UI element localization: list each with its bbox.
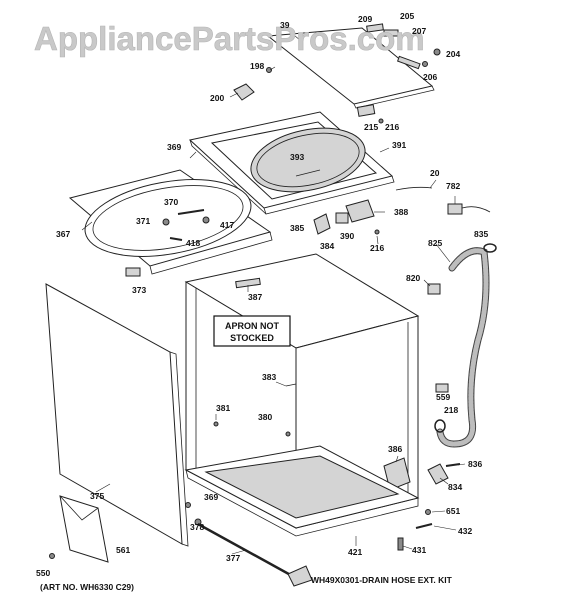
callout-386: 386 [388, 444, 402, 454]
valve-harness-part[interactable] [447, 203, 491, 215]
callout-836: 836 [468, 459, 482, 469]
callout-417: 417 [220, 220, 234, 230]
callout-388: 388 [394, 207, 408, 217]
callout-370: 370 [164, 197, 178, 207]
apron-note-line-1: APRON NOT [225, 321, 280, 331]
apron-note: APRON NOT STOCKED [213, 315, 291, 347]
hose-clamp-part[interactable] [483, 243, 497, 253]
callout-381: 381 [216, 403, 230, 413]
cabinet-clip-part[interactable] [235, 277, 261, 289]
rod-part[interactable] [197, 522, 313, 587]
lid-switch-actuator-part[interactable] [356, 104, 384, 124]
apron-panel-part[interactable] [45, 283, 189, 547]
callout-20: 20 [430, 168, 440, 178]
callout-378: 378 [190, 522, 204, 532]
callout-369a: 369 [167, 142, 181, 152]
base-part[interactable] [184, 445, 420, 537]
callout-385: 385 [290, 223, 304, 233]
callout-377: 377 [226, 553, 240, 563]
callout-209: 209 [358, 14, 372, 24]
callout-390: 390 [340, 231, 354, 241]
frame-hardware-parts[interactable] [162, 209, 210, 241]
hose-connector-parts[interactable] [427, 463, 461, 485]
drain-hose-part[interactable] [436, 247, 490, 448]
callout-418: 418 [186, 238, 200, 248]
callout-782: 782 [446, 181, 460, 191]
drain-hose-kit-note: WH49X0301-DRAIN HOSE EXT. KIT [311, 575, 453, 585]
lid-bumper-parts[interactable] [233, 67, 272, 101]
wire-harness-part[interactable] [395, 186, 433, 191]
callout-393: 393 [290, 152, 304, 162]
art-number: (ART NO. WH6330 C29) [40, 582, 134, 592]
top-cover-part[interactable] [188, 111, 395, 215]
lid-part[interactable] [266, 27, 435, 109]
callout-559: 559 [436, 392, 450, 402]
support-frame-part[interactable] [68, 168, 273, 275]
callout-383: 383 [262, 372, 276, 382]
callout-206: 206 [423, 72, 437, 82]
callout-204: 204 [446, 49, 460, 59]
callout-216b: 216 [370, 243, 384, 253]
callout-371: 371 [136, 216, 150, 226]
callout-207: 207 [412, 26, 426, 36]
callout-216a: 216 [385, 122, 399, 132]
lid-hinge-parts[interactable] [366, 23, 441, 70]
callout-373: 373 [132, 285, 146, 295]
screw-part[interactable] [49, 553, 55, 559]
callout-218: 218 [444, 405, 458, 415]
callout-651: 651 [446, 506, 460, 516]
watermark-text: AppliancePartsPros.com [34, 20, 425, 57]
callout-431: 431 [412, 545, 426, 555]
callout-825: 825 [428, 238, 442, 248]
clip-part[interactable] [125, 267, 141, 277]
callout-200: 200 [210, 93, 224, 103]
callout-421: 421 [348, 547, 362, 557]
lid-switch-parts[interactable] [313, 199, 380, 235]
callout-387: 387 [248, 292, 262, 302]
callout-384: 384 [320, 241, 334, 251]
callout-380: 380 [258, 412, 272, 422]
callout-367: 367 [56, 229, 70, 239]
apron-note-line-2: STOCKED [230, 333, 274, 343]
callout-391: 391 [392, 140, 406, 150]
callout-834: 834 [448, 482, 462, 492]
callout-375: 375 [90, 491, 104, 501]
callout-550: 550 [36, 568, 50, 578]
cabinet-screw-parts[interactable] [213, 383, 297, 437]
leader-lines [81, 27, 466, 555]
callout-215: 215 [364, 122, 378, 132]
callout-820: 820 [406, 273, 420, 283]
callout-835: 835 [474, 229, 488, 239]
callout-561: 561 [116, 545, 130, 555]
callout-labels: 39 209 205 207 204 206 198 200 215 216 3… [36, 11, 488, 578]
callout-205: 205 [400, 11, 414, 21]
base-hardware-parts[interactable] [397, 509, 433, 551]
hose-clip-parts[interactable] [427, 283, 449, 433]
literature-envelope-part[interactable] [59, 495, 109, 563]
callout-39: 39 [280, 20, 290, 30]
callout-432: 432 [458, 526, 472, 536]
callout-198: 198 [250, 61, 264, 71]
callout-369b: 369 [204, 492, 218, 502]
